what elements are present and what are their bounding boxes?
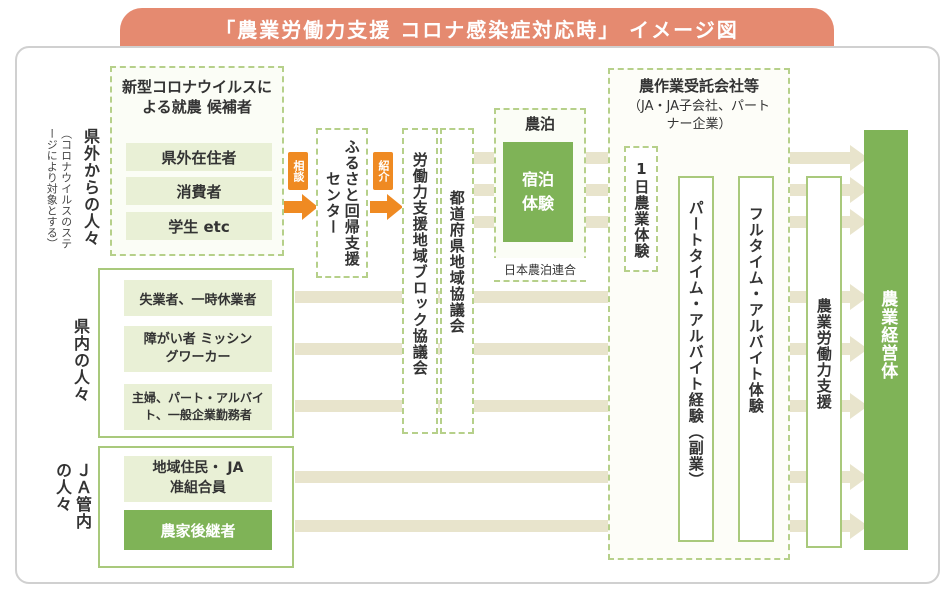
- orange-arrow-shaft-1: [283, 201, 303, 213]
- candidate-item-1: 県外在住者: [126, 143, 272, 171]
- flow-arrowhead-row6: [850, 393, 868, 419]
- flow-arrowhead-row1: [850, 145, 868, 171]
- farm-management-entity: 農業経営体: [864, 130, 908, 550]
- flow-arrowhead-row3: [850, 209, 868, 235]
- inside-item-3: 主婦、パート・アルバイト、一般企業勤務者: [124, 384, 272, 430]
- furusato-center: ふるさと回帰支援センター: [316, 128, 368, 278]
- group-outside-label: 県外からの人々: [81, 128, 100, 247]
- lodging-experience: 宿泊体験: [503, 142, 573, 242]
- contractor-subtitle: （JA・JA子会社、パートナー企業）: [628, 98, 770, 132]
- program-one-day: 1日農業体験: [624, 146, 658, 272]
- program-part-time: パートタイム・アルバイト経験（副業）: [678, 176, 714, 542]
- orange-arrow-shaft-2: [370, 201, 388, 213]
- candidate-item-3: 学生 etc: [126, 212, 272, 240]
- badge-consult: 相談: [288, 152, 308, 190]
- flow-arrowhead-row5: [850, 336, 868, 362]
- ja-item-2: 農家後継者: [124, 510, 272, 550]
- group-ja-label: ＪＡ管内の人々: [53, 462, 92, 530]
- flow-arrowhead-row8: [850, 513, 868, 539]
- noupaku-federation: 日本農泊連合: [494, 258, 586, 280]
- ja-item-1: 地域住民・ JA准組合員: [124, 456, 272, 502]
- badge-introduce: 紹介: [373, 152, 393, 190]
- program-full-time: フルタイム・アルバイト体験: [738, 176, 774, 542]
- flow-arrowhead-row2: [850, 177, 868, 203]
- candidate-item-2: 消費者: [126, 177, 272, 205]
- orange-arrow-head-1: [302, 194, 318, 220]
- prefectural-council: 都道府県地域協議会: [440, 128, 474, 434]
- contractor-title: 農作業受託会社等: [638, 76, 759, 95]
- title-text: 「農業労働力支援 コロナ感染症対応時」 イメージ図: [215, 17, 739, 42]
- candidates-title: 新型コロナウイルスによる就農 候補者: [121, 77, 272, 116]
- group-inside-label: 県内の人々: [71, 318, 90, 403]
- inside-item-2: 障がい者 ミッシングワーカー: [124, 326, 272, 372]
- block-council: 労働力支援地域ブロック協議会: [402, 128, 438, 434]
- noupaku-title: 農泊: [524, 114, 555, 133]
- program-labor-support: 農業労働力支援: [806, 176, 842, 548]
- group-outside-note: （コロナウイルスのステージにより対象とする）: [45, 128, 73, 249]
- orange-arrow-head-2: [387, 194, 403, 220]
- flow-arrowhead-row7: [850, 464, 868, 490]
- flow-arrowhead-row4: [850, 284, 868, 310]
- inside-item-1: 失業者、一時休業者: [124, 280, 272, 316]
